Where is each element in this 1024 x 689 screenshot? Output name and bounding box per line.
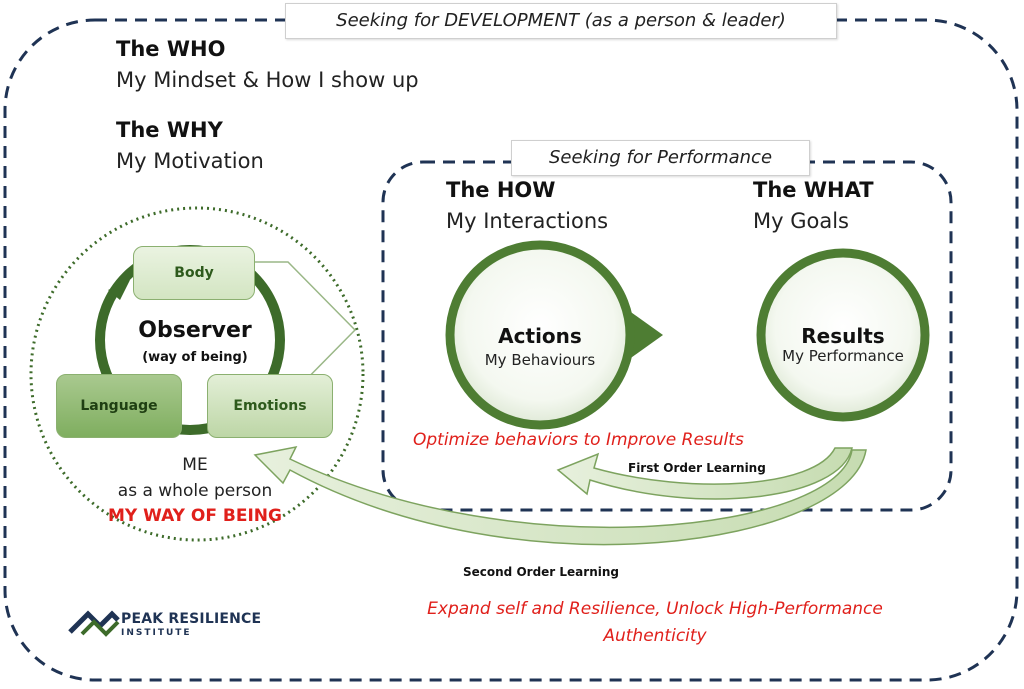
optimize-text: Optimize behaviors to Improve Results xyxy=(413,430,744,450)
outer-frame-label: Seeking for DEVELOPMENT (as a person & l… xyxy=(285,3,837,39)
first-order-label: First Order Learning xyxy=(628,461,766,475)
results-title: Results xyxy=(801,324,885,348)
actions-circle xyxy=(445,240,635,430)
logo-mark xyxy=(68,610,120,637)
emotions-box: Emotions xyxy=(207,374,333,438)
actions-subtitle: My Behaviours xyxy=(484,351,596,369)
observer-ring-arrowhead xyxy=(108,280,130,300)
observer-subtitle: (way of being) xyxy=(142,350,248,365)
how-title: The HOW xyxy=(446,178,556,202)
observer-title: Observer xyxy=(138,318,252,343)
second-order-label: Second Order Learning xyxy=(463,565,619,579)
way-of-being-label: MY WAY OF BEING xyxy=(108,506,282,526)
body-box: Body xyxy=(133,246,255,300)
logo-text-primary: PEAK RESILIENCE xyxy=(121,611,262,627)
second-order-arrow xyxy=(253,445,867,546)
whole-person-label: as a whole person xyxy=(117,481,273,501)
what-title: The WHAT xyxy=(753,178,874,202)
why-subtitle: My Motivation xyxy=(116,149,264,173)
inner-frame-label: Seeking for Performance xyxy=(511,140,810,176)
first-order-arrow xyxy=(556,447,853,500)
why-title: The WHY xyxy=(116,118,223,142)
logo-text-secondary: INSTITUTE xyxy=(121,628,192,638)
who-title: The WHO xyxy=(116,37,226,61)
outer-dashed-frame xyxy=(3,18,1019,682)
expand-text-line1: Expand self and Resilience, Unlock High-… xyxy=(427,599,883,619)
expand-text-line2: Authenticity xyxy=(603,626,707,646)
results-subtitle: My Performance xyxy=(782,347,904,365)
observer-dotted-circle xyxy=(29,206,365,542)
what-subtitle: My Goals xyxy=(753,209,849,233)
how-subtitle: My Interactions xyxy=(446,209,609,233)
results-circle xyxy=(756,248,930,422)
me-label: ME xyxy=(182,455,208,475)
actions-title: Actions xyxy=(498,324,582,348)
who-subtitle: My Mindset & How I show up xyxy=(116,68,419,92)
language-box: Language xyxy=(56,374,182,438)
